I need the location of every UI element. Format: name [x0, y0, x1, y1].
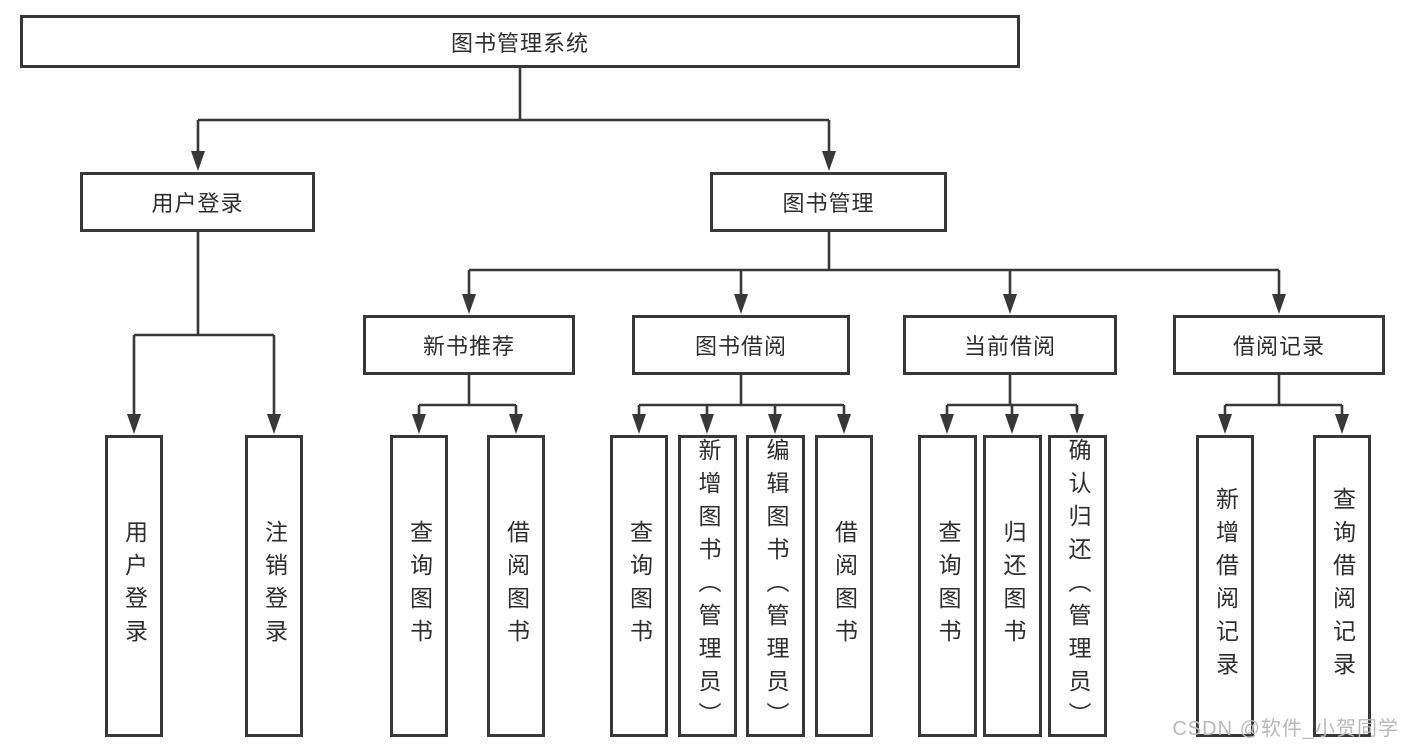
watermark: CSDN @软件_小贺同学: [1172, 718, 1399, 740]
node-label: 图书管理系统: [450, 30, 589, 56]
arrowhead: [700, 414, 714, 434]
arrowhead: [1272, 294, 1286, 314]
node-label: 新增借阅记录: [1212, 487, 1239, 685]
leaf-add-books-admin: 新增图书（管理员）: [678, 435, 737, 737]
arrowhead: [462, 294, 476, 314]
leaf-borrow-books: 借阅图书: [815, 435, 873, 737]
leaf-logout: 注销登录: [245, 435, 303, 737]
arrowhead: [1070, 414, 1084, 434]
arrowhead: [412, 414, 426, 434]
leaf-borrow-books: 借阅图书: [487, 435, 545, 737]
arrowhead: [191, 151, 205, 171]
leaf-edit-books-admin: 编辑图书（管理员）: [746, 435, 805, 737]
node-book-borrowing: 图书借阅: [632, 315, 850, 375]
node-user-login: 用户登录: [80, 172, 315, 232]
arrowhead: [1003, 294, 1017, 314]
leaf-query-books: 查询图书: [390, 435, 448, 737]
leaf-return-books: 归还图书: [983, 435, 1042, 737]
connector-current-borrowing-to-leaves: [945, 375, 1079, 415]
connector-borrowing-records-to-leaves: [1223, 375, 1344, 415]
connector-book-borrowing-to-leaves: [637, 375, 846, 415]
arrowhead: [267, 414, 281, 434]
connector-book-management-to-level3: [467, 232, 1281, 295]
node-label: 查询图书: [626, 520, 653, 652]
connector-new-book-recommend-to-leaves: [417, 375, 518, 415]
arrowhead: [940, 414, 954, 434]
node-label: 图书管理: [782, 191, 875, 216]
arrowhead: [509, 414, 523, 434]
leaf-confirm-return-admin: 确认归还（管理员）: [1048, 435, 1107, 737]
node-label: 查询借阅记录: [1329, 487, 1356, 685]
node-label: 注销登录: [261, 520, 288, 652]
leaf-add-borrow-record: 新增借阅记录: [1196, 435, 1254, 737]
connector-user-login-to-leaves: [132, 232, 276, 415]
node-label: 新增图书（管理员）: [695, 437, 721, 735]
leaf-query-books: 查询图书: [918, 435, 977, 737]
arrowhead: [1218, 414, 1232, 434]
node-label: 用户登录: [151, 191, 244, 216]
arrowhead: [1335, 414, 1349, 434]
arrowhead: [127, 414, 141, 434]
node-label: 查询图书: [935, 520, 961, 652]
arrowhead: [822, 151, 836, 171]
node-label: 当前借阅: [963, 334, 1056, 359]
connector-root-to-level2: [196, 68, 831, 152]
node-new-book-recommend: 新书推荐: [363, 315, 575, 375]
node-label: 借阅记录: [1232, 334, 1325, 359]
leaf-query-books: 查询图书: [610, 435, 668, 737]
node-root-library-management-system: 图书管理系统: [20, 15, 1020, 68]
node-label: 编辑图书（管理员）: [763, 437, 789, 735]
node-label: 查询图书: [406, 520, 433, 652]
arrowhead: [1005, 414, 1019, 434]
node-label: 借阅图书: [831, 520, 858, 652]
node-book-management: 图书管理: [710, 172, 947, 232]
arrowhead: [734, 294, 748, 314]
node-borrowing-records: 借阅记录: [1173, 315, 1385, 375]
arrowhead: [632, 414, 646, 434]
leaf-query-borrow-record: 查询借阅记录: [1313, 435, 1371, 737]
leaf-user-login: 用户登录: [105, 435, 163, 737]
node-label: 用户登录: [121, 520, 148, 652]
node-label: 借阅图书: [503, 520, 530, 652]
arrowhead: [768, 414, 782, 434]
node-label: 归还图书: [1000, 520, 1026, 652]
arrowhead: [837, 414, 851, 434]
node-current-borrowing: 当前借阅: [903, 315, 1117, 375]
node-label: 图书借阅: [694, 334, 787, 359]
node-label: 新书推荐: [422, 334, 515, 359]
node-label: 确认归还（管理员）: [1065, 437, 1091, 735]
